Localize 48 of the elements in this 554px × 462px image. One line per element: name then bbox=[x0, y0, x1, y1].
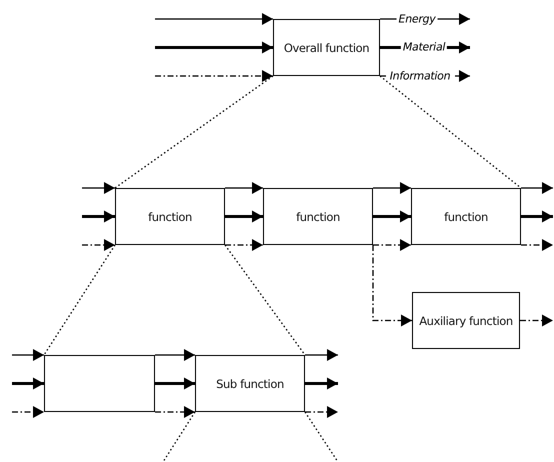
function-box bbox=[115, 188, 225, 245]
arrow bbox=[372, 245, 412, 326]
empty-box bbox=[44, 355, 155, 412]
node-label: Sub function bbox=[216, 376, 284, 390]
arrow bbox=[305, 349, 338, 361]
arrow bbox=[521, 239, 553, 251]
dotted-line bbox=[380, 76, 522, 188]
node-label: function bbox=[148, 210, 192, 224]
arrow bbox=[155, 13, 273, 25]
arrow bbox=[305, 406, 338, 418]
arrow bbox=[225, 210, 263, 222]
arrow bbox=[225, 239, 263, 251]
function-box bbox=[411, 188, 521, 245]
arrow bbox=[225, 182, 263, 194]
dotted-line bbox=[224, 244, 306, 356]
function-box bbox=[195, 355, 305, 412]
dotted-line bbox=[304, 412, 339, 462]
node-label: Auxiliary function bbox=[419, 314, 513, 328]
arrow bbox=[155, 70, 273, 82]
arrow bbox=[520, 314, 553, 326]
arrow bbox=[12, 406, 44, 418]
edge-label: Energy bbox=[396, 12, 438, 26]
arrow bbox=[82, 239, 115, 251]
node-label: function bbox=[444, 210, 488, 224]
arrow bbox=[12, 378, 44, 390]
function-box bbox=[273, 19, 380, 76]
dotted-line bbox=[114, 75, 274, 189]
arrow bbox=[373, 182, 411, 194]
dotted-line bbox=[162, 412, 196, 462]
node-label: function bbox=[296, 210, 340, 224]
function-box bbox=[412, 292, 520, 349]
arrow bbox=[12, 349, 44, 361]
edge-label: Material bbox=[400, 40, 448, 54]
arrow bbox=[521, 210, 553, 222]
dotted-line bbox=[43, 244, 116, 356]
node-label: Overall function bbox=[284, 40, 370, 54]
arrow bbox=[82, 210, 115, 222]
arrow bbox=[155, 42, 273, 54]
arrow bbox=[82, 182, 115, 194]
arrow bbox=[155, 406, 195, 418]
arrow bbox=[155, 378, 195, 390]
arrow bbox=[521, 182, 553, 194]
arrow bbox=[373, 210, 411, 222]
edge-label: Information bbox=[388, 70, 452, 82]
function-box bbox=[263, 188, 373, 245]
arrow bbox=[155, 349, 195, 361]
arrow bbox=[373, 239, 411, 251]
arrow bbox=[305, 378, 338, 390]
